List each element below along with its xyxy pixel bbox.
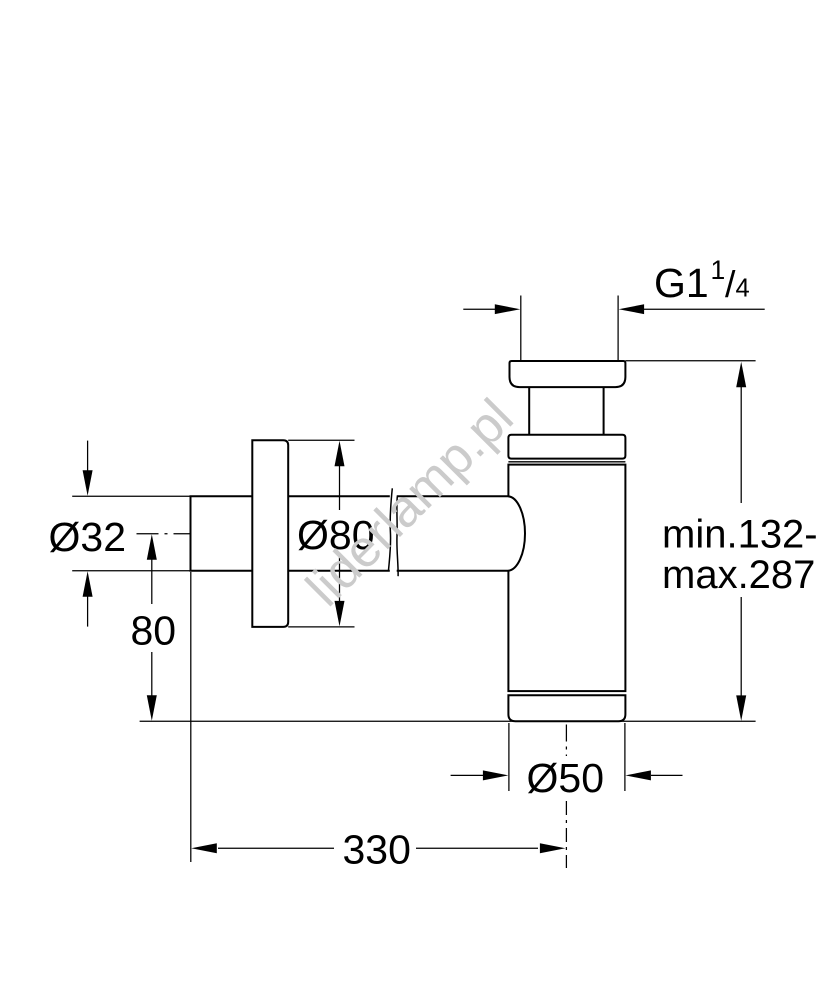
svg-text:/: /: [725, 263, 736, 305]
svg-text:80: 80: [131, 607, 177, 653]
svg-text:min.132-: min.132-: [662, 513, 818, 557]
svg-text:Ø50: Ø50: [527, 755, 605, 801]
svg-text:Ø80: Ø80: [297, 512, 375, 558]
svg-text:G1: G1: [654, 260, 709, 306]
svg-text:1: 1: [711, 255, 726, 285]
svg-text:Ø32: Ø32: [49, 514, 127, 560]
svg-text:4: 4: [736, 275, 750, 303]
svg-text:max.287: max.287: [662, 553, 815, 597]
svg-text:330: 330: [343, 827, 411, 873]
